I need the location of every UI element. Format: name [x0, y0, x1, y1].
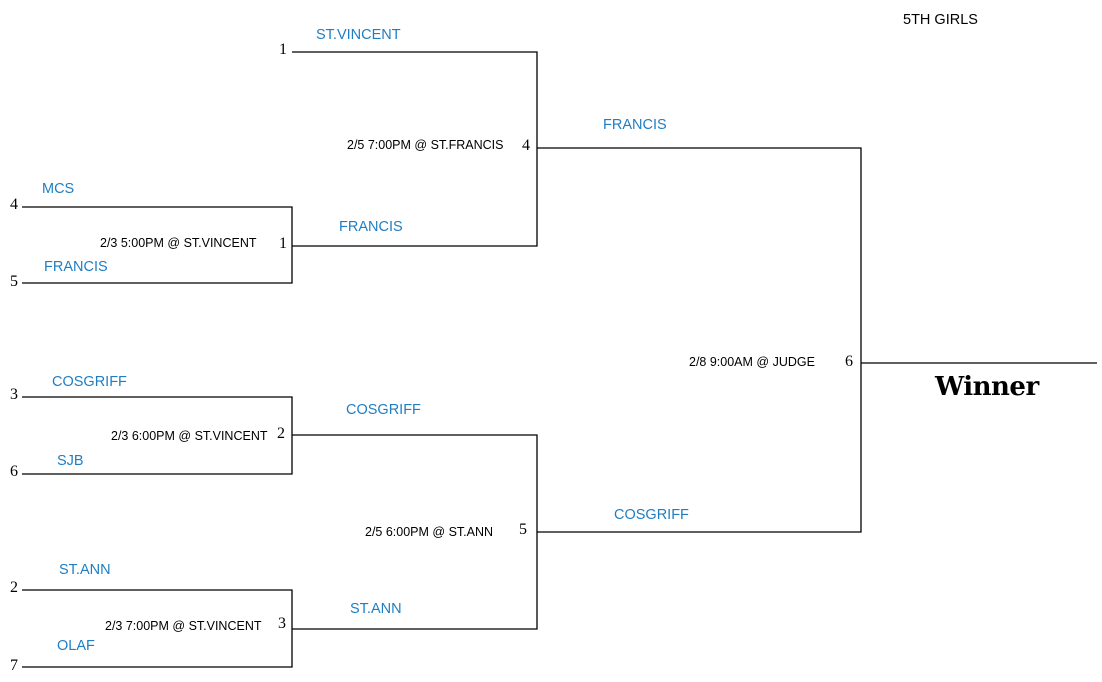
seed-number-6: 6 [10, 463, 18, 480]
seed-number-5: 5 [10, 273, 18, 290]
game-5-number: 5 [519, 521, 527, 538]
bracket-line-seed-5 [22, 246, 293, 284]
seed-number-1: 1 [279, 41, 287, 58]
bracket-line-seed-1 [292, 51, 538, 148]
game-6-info: 2/8 9:00AM @ JUDGE [689, 355, 815, 369]
game-2-number: 2 [277, 425, 285, 442]
game-3-number: 3 [278, 615, 286, 632]
bracket-line-game-3 [292, 532, 538, 630]
winner-label: Winner [935, 372, 1039, 402]
game-2-winner: COSGRIFF [346, 402, 421, 418]
game-1-winner: FRANCIS [339, 219, 403, 235]
team-olaf: OLAF [57, 638, 95, 654]
team-francis: FRANCIS [44, 259, 108, 275]
game-2-info: 2/3 6:00PM @ ST.VINCENT [111, 429, 268, 443]
bracket-line-game-2 [292, 434, 538, 532]
bracket-line-game-1 [292, 148, 538, 247]
bracket-line-seed-6 [22, 435, 293, 475]
seed-number-7: 7 [10, 657, 18, 674]
team-sjb: SJB [57, 453, 84, 469]
page-title: 5TH GIRLS [903, 12, 978, 28]
game-5-info: 2/5 6:00PM @ ST.ANN [365, 525, 494, 539]
game-4-info: 2/5 7:00PM @ ST.FRANCIS [347, 138, 504, 152]
game-5-winner: COSGRIFF [614, 507, 689, 523]
game-1-info: 2/3 5:00PM @ ST.VINCENT [100, 236, 257, 250]
game-3-winner: ST.ANN [350, 601, 402, 617]
game-6-number: 6 [845, 353, 853, 370]
seed-number-4: 4 [10, 196, 18, 213]
team-st-ann: ST.ANN [59, 562, 111, 578]
game-4-number: 4 [522, 137, 530, 154]
game-3-info: 2/3 7:00PM @ ST.VINCENT [105, 619, 262, 633]
seed-number-3: 3 [10, 386, 18, 403]
bracket-line-game-5 [537, 363, 862, 533]
bracket-line-game-4 [537, 147, 862, 363]
team-cosgriff: COSGRIFF [52, 374, 127, 390]
team-st-vincent: ST.VINCENT [316, 27, 401, 43]
bracket-line-seed-4 [22, 206, 293, 246]
bracket-line-seed-7 [22, 629, 293, 668]
team-mcs: MCS [42, 181, 75, 197]
game-4-winner: FRANCIS [603, 117, 667, 133]
seed-number-2: 2 [10, 579, 18, 596]
bracket-line-seed-3 [22, 396, 293, 435]
bracket-line-seed-2 [22, 589, 293, 629]
game-1-number: 1 [279, 235, 287, 252]
